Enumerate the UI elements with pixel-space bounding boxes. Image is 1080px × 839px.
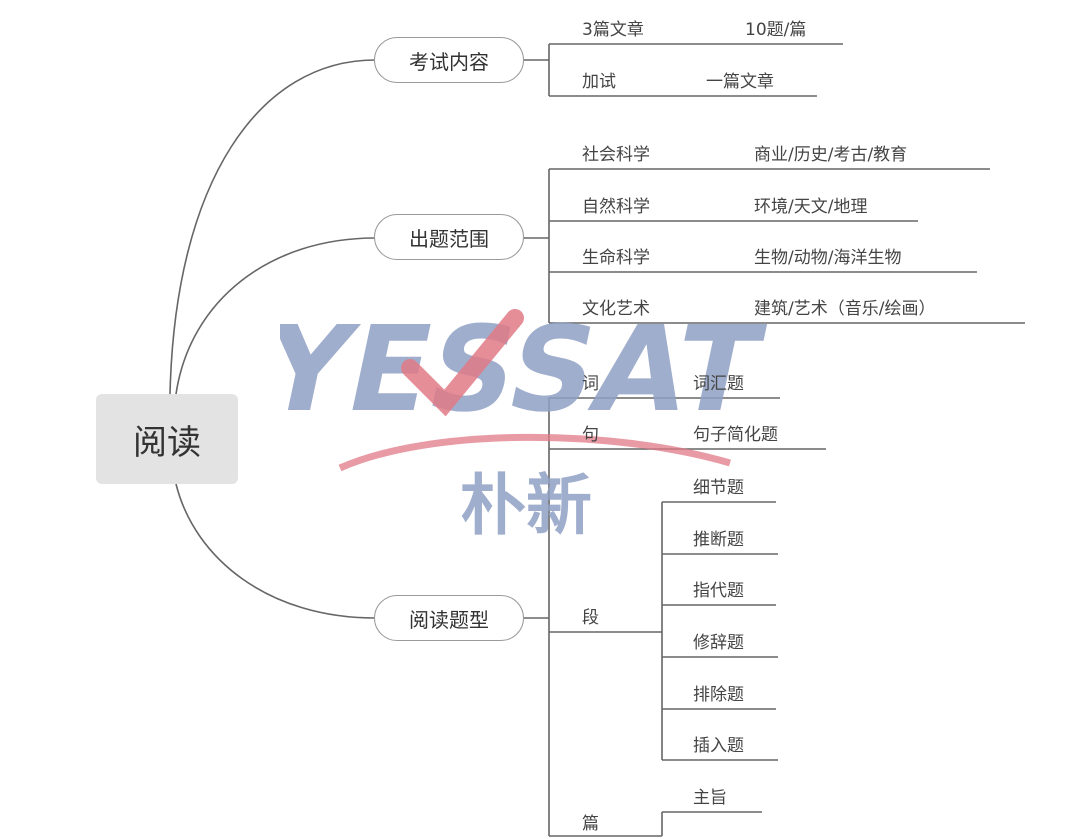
- leaf-value: 词汇题: [693, 374, 744, 394]
- leaf-value: 建筑/艺术（音乐/绘画）: [754, 299, 936, 319]
- leaf-value: 句子简化题: [693, 425, 778, 445]
- leaf-value: 环境/天文/地理: [754, 197, 868, 217]
- paragraph-item: 排除题: [693, 685, 744, 705]
- branch-question-types: 阅读题型: [374, 595, 524, 641]
- leaf-key: 词: [582, 374, 599, 394]
- leaf-value: 商业/历史/考古/教育: [754, 145, 908, 165]
- leaf-key: 段: [582, 608, 599, 628]
- root-node: 阅读: [96, 394, 238, 484]
- branch-exam-content: 考试内容: [374, 37, 524, 83]
- paragraph-item: 指代题: [693, 581, 744, 601]
- leaf-key: 文化艺术: [582, 299, 650, 319]
- branch-label: 阅读题型: [409, 607, 489, 632]
- leaf-value: 主旨: [693, 788, 727, 808]
- leaf-key: 3篇文章: [582, 20, 644, 40]
- branch-scope: 出题范围: [374, 214, 524, 260]
- leaf-key: 社会科学: [582, 145, 650, 165]
- leaf-key: 篇: [582, 814, 599, 834]
- leaf-key: 句: [582, 425, 599, 445]
- branch-label: 考试内容: [409, 49, 489, 74]
- paragraph-item: 细节题: [693, 478, 744, 498]
- leaf-value: 一篇文章: [706, 72, 774, 92]
- leaf-value: 生物/动物/海洋生物: [754, 248, 902, 268]
- leaf-key: 自然科学: [582, 197, 650, 217]
- leaf-key: 加试: [582, 72, 616, 92]
- root-label: 阅读: [133, 422, 201, 463]
- paragraph-item: 推断题: [693, 530, 744, 550]
- branch-label: 出题范围: [409, 226, 489, 251]
- leaf-key: 生命科学: [582, 248, 650, 268]
- paragraph-item: 修辞题: [693, 633, 744, 653]
- paragraph-item: 插入题: [693, 736, 744, 756]
- leaf-value: 10题/篇: [745, 20, 807, 40]
